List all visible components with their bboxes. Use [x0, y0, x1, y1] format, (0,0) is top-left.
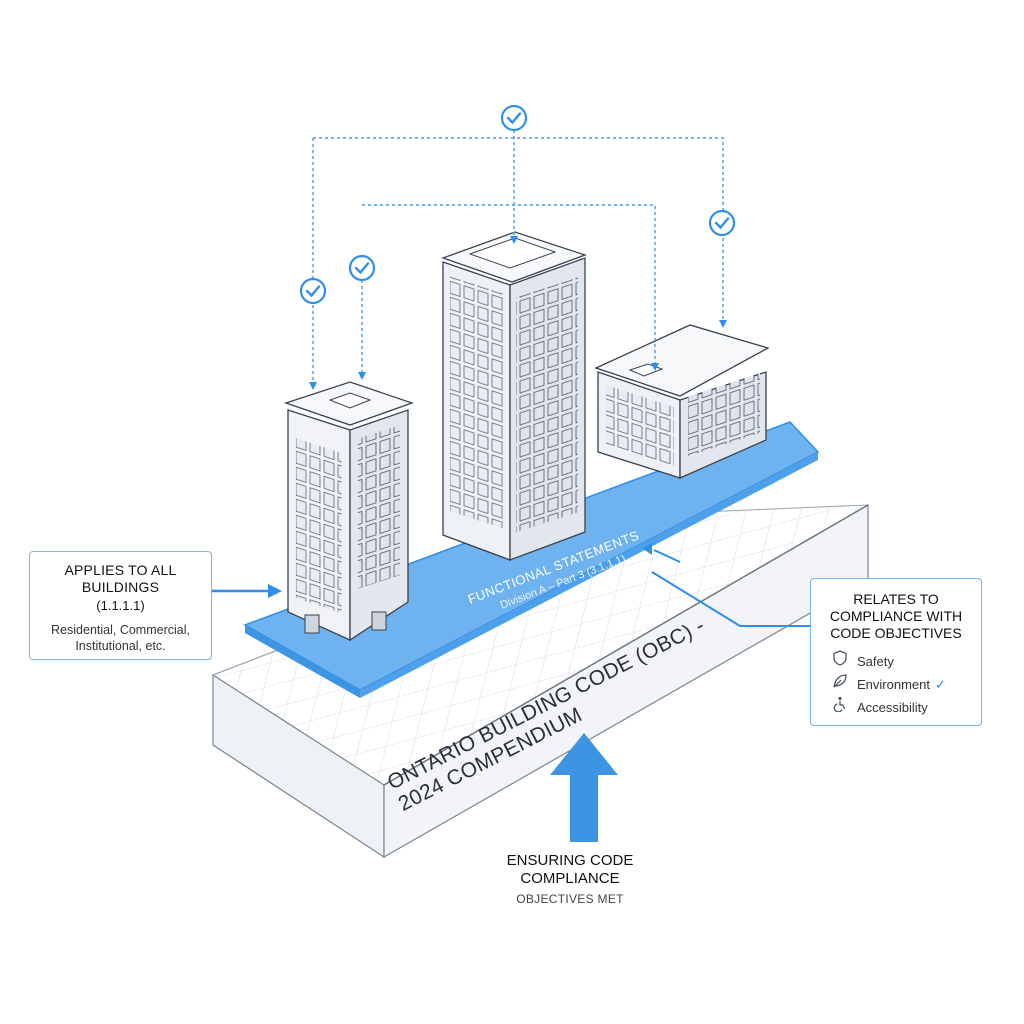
check-badge	[708, 209, 736, 237]
left-callout-title: APPLIES TO ALL BUILDINGS	[30, 562, 211, 596]
objective-label: Environment	[857, 676, 930, 692]
check-badge	[348, 254, 376, 282]
objective-item-environment: Environment ✓	[831, 673, 981, 696]
caption-line2: COMPLIANCE	[520, 870, 620, 887]
left-callout-arrow	[212, 584, 282, 598]
check-badge	[299, 277, 327, 305]
caption-line3: OBJECTIVES MET	[516, 892, 624, 906]
left-callout-note-line1: Residential, Commercial,	[51, 623, 190, 637]
shield-icon	[831, 650, 849, 673]
compliance-caption: ENSURING CODE COMPLIANCE OBJECTIVES MET	[470, 852, 670, 907]
residential-tower	[283, 381, 414, 642]
applies-to-all-callout: APPLIES TO ALL BUILDINGS (1.1.1.1) Resid…	[29, 551, 212, 660]
objective-label: Accessibility	[857, 699, 928, 715]
right-callout-title: RELATES TO COMPLIANCE WITH CODE OBJECTIV…	[811, 591, 981, 642]
objectives-list: Safety Environment ✓ Accessibility	[831, 650, 981, 719]
verification-lines	[312, 130, 724, 388]
left-callout-title-line2: BUILDINGS	[81, 579, 160, 595]
accessibility-icon	[831, 696, 849, 719]
functional-statements-platform	[243, 421, 820, 698]
connector-arrowheads	[309, 236, 727, 390]
right-callout-arrow	[642, 543, 810, 627]
objective-item-accessibility: Accessibility	[831, 696, 981, 719]
commercial-highrise	[441, 231, 587, 561]
right-callout-title-line2: COMPLIANCE WITH	[829, 608, 963, 624]
left-callout-title-line1: APPLIES TO ALL	[64, 562, 177, 578]
caption-line1: ENSURING CODE	[506, 852, 634, 869]
check-badge	[500, 104, 528, 132]
objective-label: Safety	[857, 653, 894, 669]
left-callout-note-line2: Institutional, etc.	[75, 639, 166, 653]
code-objectives-callout: RELATES TO COMPLIANCE WITH CODE OBJECTIV…	[810, 578, 982, 726]
obc-base-slab	[212, 503, 869, 859]
checkmark-icon: ✓	[934, 676, 946, 692]
left-callout-code: (1.1.1.1)	[96, 598, 145, 613]
right-callout-title-line3: CODE OBJECTIVES	[830, 625, 962, 641]
institutional-building	[594, 324, 770, 479]
leaf-icon	[831, 673, 849, 696]
compliance-up-arrow	[550, 733, 618, 842]
left-callout-note: Residential, Commercial, Institutional, …	[30, 622, 211, 654]
right-callout-title-line1: RELATES TO	[853, 591, 939, 607]
objective-item-safety: Safety	[831, 650, 981, 673]
